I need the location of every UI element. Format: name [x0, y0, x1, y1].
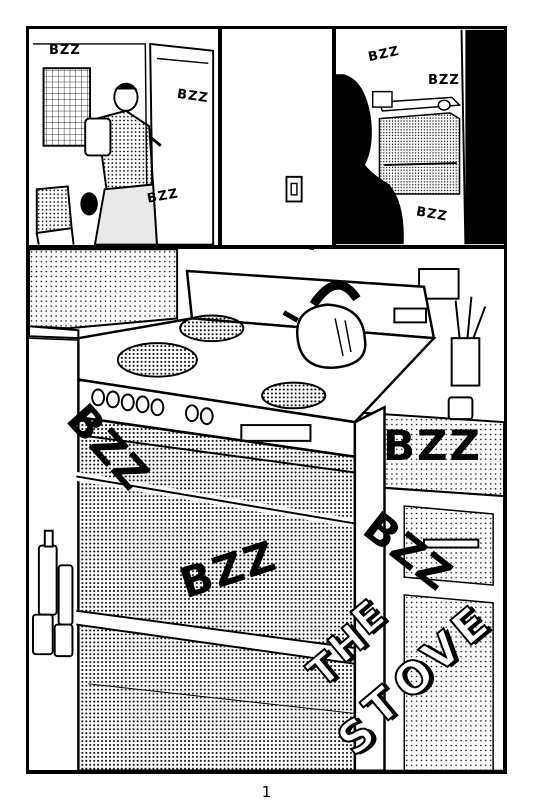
sfx-bzz: BZZ: [49, 43, 81, 58]
sfx-bzz-large: BZZ: [383, 421, 482, 470]
panel-man-at-door-art: [32, 42, 215, 245]
panel-stove-closeup-art: [29, 249, 504, 771]
panel-light-switch-art: [285, 175, 303, 203]
panel-stove-closeup: BZZ BZZ BZZ BZZ BZZ T H E S T O V E: [26, 246, 507, 774]
panel-silhouette-stove: BZZ BZZ BZZ: [333, 26, 507, 248]
page-number: 1: [261, 783, 272, 801]
sfx-bzz: BZZ: [428, 73, 460, 88]
panel-man-at-door: BZZ BZZ BZZ: [26, 26, 221, 248]
panel-light-switch: [219, 26, 335, 248]
panel-silhouette-stove-art: [336, 29, 504, 245]
